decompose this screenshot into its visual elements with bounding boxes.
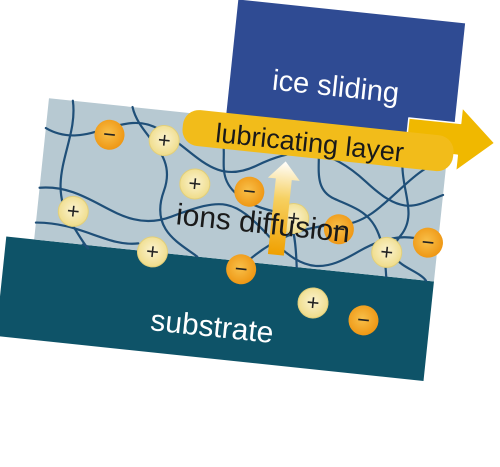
positive-ion: +	[57, 195, 89, 227]
negative-ion: −	[348, 305, 379, 336]
svg-text:+: +	[305, 289, 320, 315]
svg-text:+: +	[66, 198, 81, 224]
ice-block	[226, 0, 466, 139]
negative-ion: −	[94, 119, 125, 150]
positive-ions: + + + + + + +	[57, 125, 403, 319]
svg-text:+: +	[145, 238, 160, 264]
positive-ion: +	[136, 236, 168, 268]
substrate-block	[0, 236, 434, 381]
positive-ion: +	[179, 168, 211, 200]
svg-text:−: −	[356, 307, 371, 333]
negative-ion: −	[412, 227, 443, 258]
negative-ion: −	[234, 176, 265, 207]
svg-text:−: −	[331, 216, 346, 242]
lubricating-layer	[182, 110, 454, 172]
negative-ions: − − − − − −	[94, 119, 443, 336]
svg-text:−: −	[420, 229, 435, 255]
svg-text:+: +	[157, 127, 172, 153]
negative-ion: −	[323, 214, 354, 245]
svg-text:−: −	[102, 121, 117, 147]
svg-text:+: +	[286, 205, 301, 231]
svg-text:+: +	[187, 170, 202, 196]
positive-ion: +	[148, 125, 180, 157]
positive-ion: +	[371, 236, 403, 268]
svg-text:+: +	[379, 239, 394, 265]
negative-ion: −	[226, 254, 257, 285]
positive-ion: +	[297, 287, 329, 319]
svg-text:−: −	[242, 178, 257, 204]
svg-text:−: −	[234, 256, 249, 282]
ion-diffusion-arrow	[267, 161, 300, 256]
